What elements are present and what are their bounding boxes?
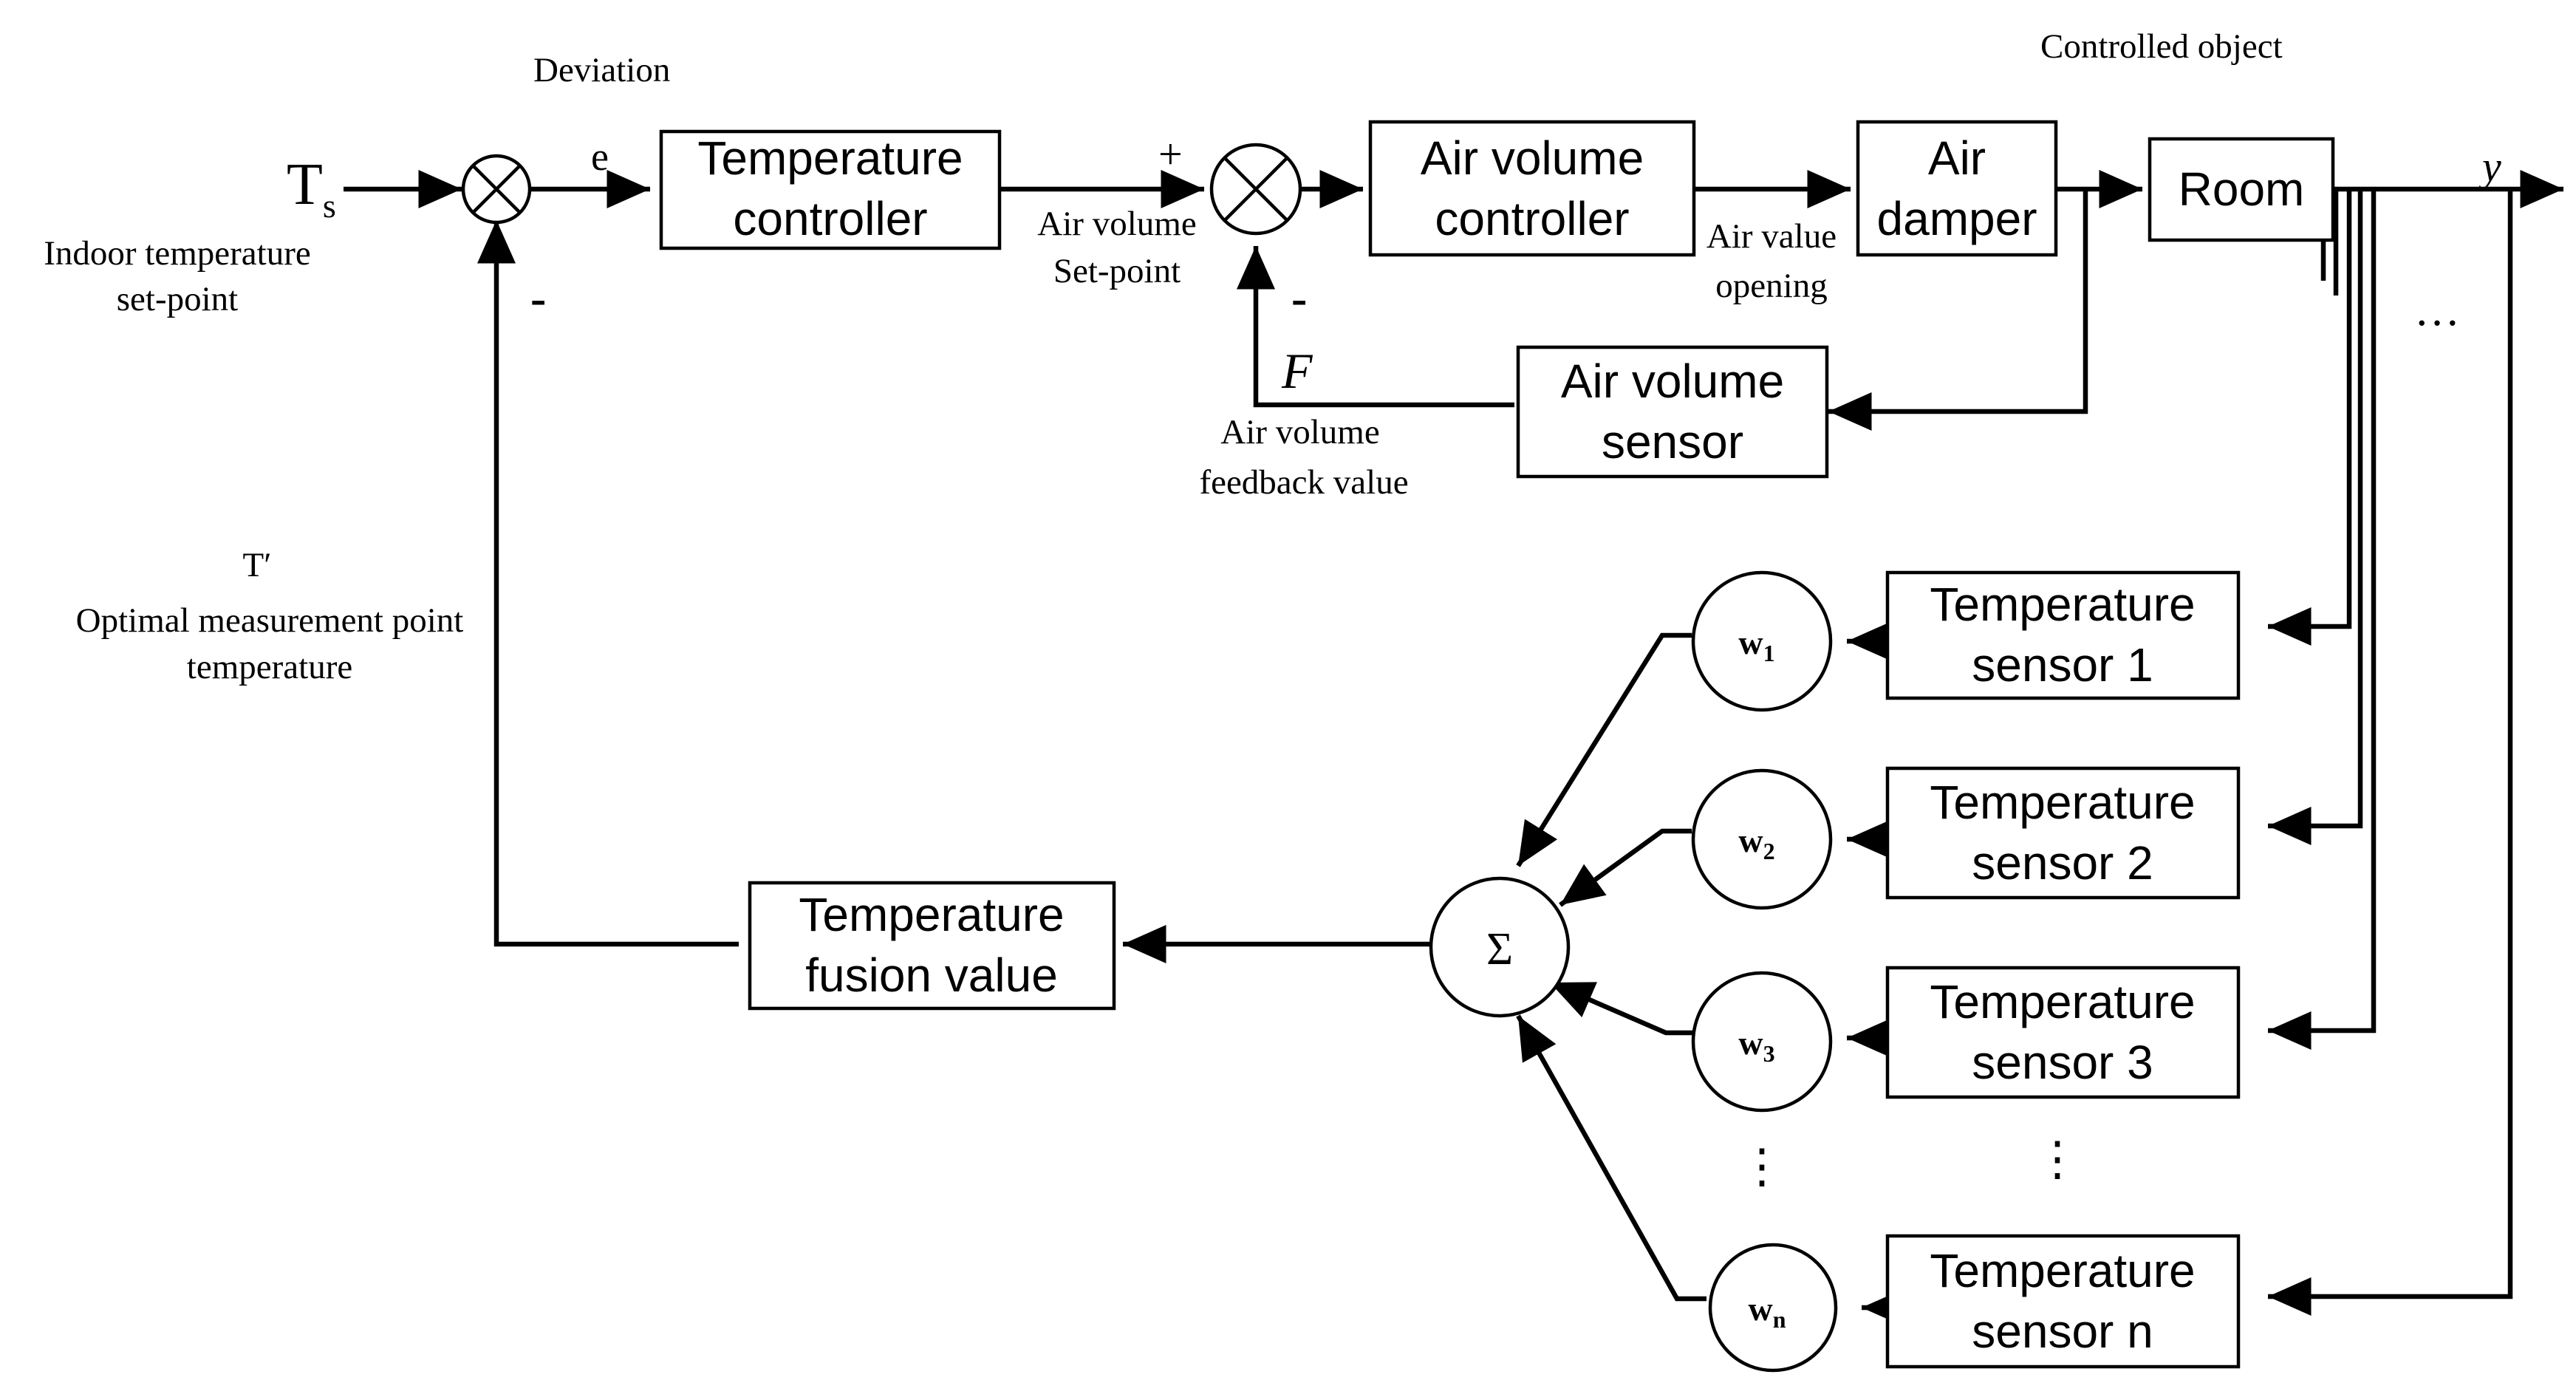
- air-volume-sensor-line1: Air volume: [1561, 355, 1784, 408]
- svg-text:w1: w1: [1738, 624, 1774, 666]
- air-volume-controller-line1: Air volume: [1421, 131, 1644, 185]
- node-weight-2: w2: [1691, 768, 1833, 910]
- svg-text:w2: w2: [1738, 821, 1774, 864]
- node-weight-n: wn: [1708, 1243, 1838, 1373]
- block-air-volume-sensor: Air volume sensor: [1516, 345, 1829, 479]
- w1-main: w: [1738, 624, 1763, 661]
- label-minus-inner: -: [1291, 272, 1307, 324]
- w3-sub: 3: [1763, 1040, 1775, 1067]
- sum-symbol: Σ: [1486, 924, 1513, 974]
- arrow-w2-to-sum: [1559, 828, 1692, 907]
- label-air-setpoint-1: Air volume: [1037, 205, 1196, 243]
- label-indoor-setpoint-1: Indoor temperature: [44, 234, 310, 273]
- block-temperature-sensor-2: Temperature sensor 2: [1885, 766, 2241, 900]
- label-t-prime: T′: [243, 546, 272, 584]
- sensor-2-line2: sensor 2: [1972, 836, 2153, 889]
- wn-sub: n: [1773, 1306, 1786, 1333]
- block-air-volume-controller: Air volume controller: [1368, 120, 1696, 257]
- label-air-feedback-2: feedback value: [1199, 463, 1408, 502]
- air-volume-controller-line2: controller: [1435, 192, 1629, 245]
- label-optimal-point-1: Optimal measurement point: [76, 601, 464, 640]
- arrow-room-to-sensor-3: [2268, 189, 2377, 1050]
- svg-text:w3: w3: [1738, 1024, 1774, 1067]
- arrow-wn-to-sum: [1516, 1014, 1706, 1302]
- label-plus: +: [1158, 130, 1183, 178]
- block-temperature-sensor-1: Temperature sensor 1: [1885, 570, 2241, 700]
- label-controlled-object: Controlled object: [2040, 27, 2283, 66]
- sensor-1-line2: sensor 1: [1972, 638, 2153, 691]
- svg-text:wn: wn: [1748, 1290, 1786, 1333]
- air-damper-line1: Air: [1928, 131, 1986, 185]
- label-y: y: [2478, 143, 2501, 191]
- connections: [344, 170, 2563, 1327]
- label-ellipsis-weights: ⋮: [1738, 1140, 1786, 1192]
- sensor-2-line1: Temperature: [1930, 776, 2195, 829]
- label-ellipsis-horizontal: …: [2414, 285, 2460, 335]
- block-temperature-sensor-3: Temperature sensor 3: [1885, 966, 2241, 1099]
- label-ts-sub: s: [323, 187, 336, 225]
- arrow-w1-to-sum: [1516, 632, 1692, 867]
- arrow-damper-to-air-sensor: [1828, 189, 2088, 431]
- air-volume-sensor-line2: sensor: [1602, 415, 1743, 468]
- summing-junction-air-volume: [1209, 143, 1302, 236]
- label-deviation: Deviation: [533, 51, 670, 89]
- label-optimal-point-2: temperature: [187, 648, 352, 686]
- arrow-room-to-sensor-n: [2268, 189, 2513, 1316]
- arrow-room-to-sensor-2: [2268, 189, 2363, 845]
- w2-main: w: [1738, 821, 1763, 859]
- node-weight-1: w1: [1691, 570, 1833, 712]
- label-e: e: [591, 134, 609, 179]
- block-temperature-fusion: Temperature fusion value: [748, 881, 1116, 1011]
- wn-main: w: [1748, 1290, 1772, 1328]
- sensor-1-line1: Temperature: [1930, 578, 2195, 631]
- temperature-controller-line1: Temperature: [697, 131, 963, 185]
- arrow-air-feedback-to-summer: [1237, 246, 1514, 408]
- sensor-n-line2: sensor n: [1972, 1305, 2153, 1358]
- room-label: Room: [2179, 163, 2305, 216]
- temperature-fusion-line2: fusion value: [805, 949, 1058, 1002]
- label-ellipsis-sensors: ⋮: [2034, 1133, 2081, 1185]
- node-sum: Σ: [1429, 876, 1571, 1018]
- block-temperature-controller: Temperature controller: [659, 129, 1002, 250]
- temperature-fusion-line1: Temperature: [799, 888, 1064, 941]
- sensor-3-line2: sensor 3: [1972, 1036, 2153, 1089]
- w1-sub: 1: [1763, 640, 1775, 666]
- label-air-value-opening-2: opening: [1715, 267, 1827, 305]
- w3-main: w: [1738, 1024, 1763, 1062]
- label-ts-main: T: [287, 152, 323, 217]
- node-weight-3: w3: [1691, 971, 1833, 1113]
- arrow-w3-to-sum: [1548, 980, 1695, 1036]
- arrow-room-to-sensor-1: [2268, 189, 2352, 646]
- sensor-3-line1: Temperature: [1930, 975, 2195, 1028]
- temperature-controller-line2: controller: [733, 192, 927, 245]
- label-air-value-opening-1: Air value: [1706, 217, 1837, 256]
- block-air-damper: Air damper: [1856, 120, 2058, 257]
- label-air-setpoint-2: Set-point: [1053, 252, 1181, 290]
- sensor-n-line1: Temperature: [1930, 1244, 2195, 1297]
- arrow-fusion-to-main-summer: [477, 220, 739, 947]
- summing-junction-temperature: [461, 154, 532, 225]
- label-f: F: [1281, 343, 1313, 399]
- label-air-feedback-1: Air volume: [1220, 413, 1379, 451]
- label-minus-outer: -: [530, 272, 546, 324]
- block-room: Room: [2148, 137, 2335, 242]
- air-damper-line2: damper: [1877, 192, 2037, 245]
- label-indoor-setpoint-2: set-point: [117, 280, 238, 318]
- block-temperature-sensor-n: Temperature sensor n: [1885, 1234, 2241, 1369]
- svg-text:Ts: Ts: [287, 152, 336, 225]
- w2-sub: 2: [1763, 838, 1775, 864]
